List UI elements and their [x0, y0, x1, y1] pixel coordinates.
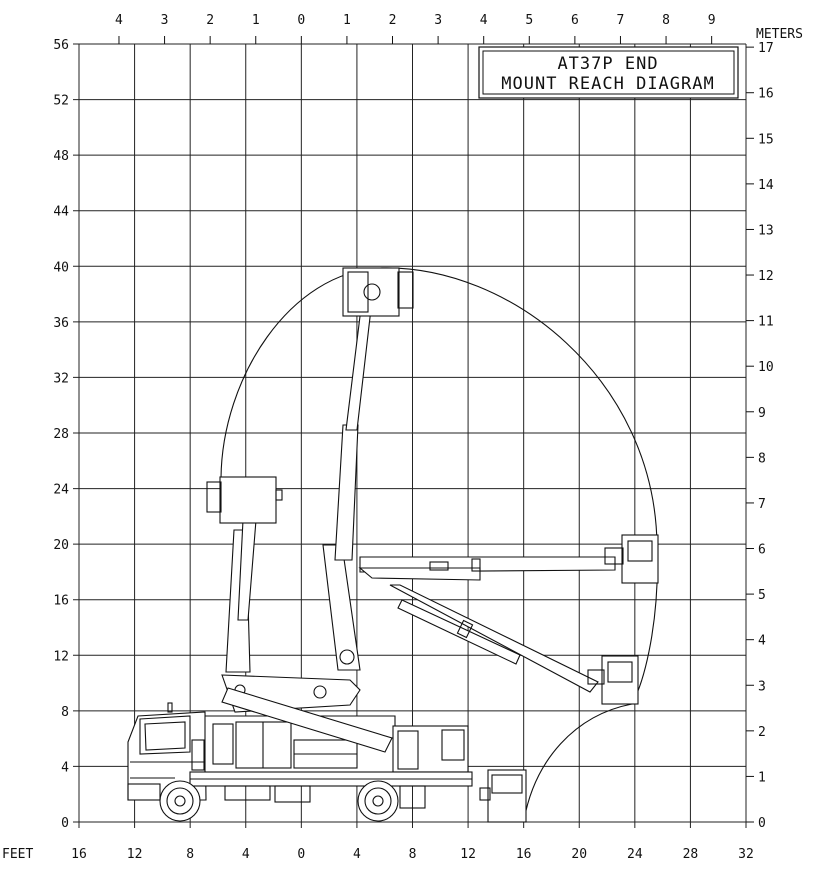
meters-x-tick-label: 0: [297, 13, 305, 28]
meters-x-tick-label: 1: [252, 13, 260, 28]
feet-unit-label: FEET: [2, 847, 33, 862]
boom-vertical: [322, 267, 414, 671]
meters-x-tick-labels: 4 3 2 1 0 1 2 3 4 5 6 7 8 9: [115, 13, 716, 44]
feet-x-tick-label: 16: [516, 847, 532, 862]
meters-y-tick-label: 1: [758, 770, 766, 785]
meters-y-tick-label: 14: [758, 178, 774, 193]
meters-y-tick-label: 15: [758, 132, 774, 147]
feet-y-tick-label: 12: [53, 649, 69, 664]
meters-x-tick-label: 1: [343, 13, 351, 28]
feet-y-tick-label: 28: [53, 427, 69, 442]
feet-y-tick-label: 0: [61, 816, 69, 831]
feet-y-tick-label: 56: [53, 38, 69, 53]
meters-x-tick-label: 2: [206, 13, 214, 28]
meters-y-tick-label: 2: [758, 725, 766, 740]
feet-x-tick-label: 0: [297, 847, 305, 862]
feet-x-tick-label: 16: [71, 847, 87, 862]
boom-raised-left: [206, 476, 283, 673]
meters-unit-label: METERS: [756, 27, 803, 42]
feet-x-tick-label: 4: [353, 847, 361, 862]
meters-x-tick-label: 4: [115, 13, 123, 28]
feet-y-tick-label: 8: [61, 705, 69, 720]
meters-y-tick-label: 13: [758, 223, 774, 238]
meters-y-tick-label: 9: [758, 406, 766, 421]
diagram-title-line-1: AT37P END: [557, 54, 658, 74]
meters-y-tick-label: 10: [758, 360, 774, 375]
diagram-title-line-2: MOUNT REACH DIAGRAM: [501, 74, 714, 94]
meters-y-tick-label: 3: [758, 679, 766, 694]
feet-x-tick-label: 20: [571, 847, 587, 862]
meters-x-tick-label: 5: [525, 13, 533, 28]
feet-y-tick-label: 16: [53, 594, 69, 609]
meters-y-tick-label: 7: [758, 497, 766, 512]
meters-y-tick-label: 12: [758, 269, 774, 284]
feet-x-tick-label: 8: [186, 847, 194, 862]
boom-angled-down: [389, 584, 639, 705]
feet-y-tick-label: 52: [53, 94, 69, 109]
meters-x-tick-label: 6: [571, 13, 579, 28]
meters-y-tick-label: 6: [758, 543, 766, 558]
feet-y-tick-label: 36: [53, 316, 69, 331]
meters-x-tick-label: 3: [434, 13, 442, 28]
feet-y-tick-label: 20: [53, 538, 69, 553]
meters-y-tick-label: 16: [758, 87, 774, 102]
meters-x-tick-label: 2: [389, 13, 397, 28]
feet-x-tick-label: 4: [242, 847, 250, 862]
meters-x-tick-label: 9: [708, 13, 716, 28]
feet-x-tick-label: 12: [460, 847, 476, 862]
feet-y-tick-label: 24: [53, 483, 69, 498]
boom-horizontal: [358, 534, 659, 584]
feet-y-tick-label: 40: [53, 260, 69, 275]
meters-y-tick-label: 5: [758, 588, 766, 603]
feet-x-tick-labels: 16 12 8 4 0 4 8 12 16 20 24 28 32: [71, 847, 754, 862]
truck: [127, 674, 527, 823]
feet-x-tick-label: 8: [409, 847, 417, 862]
feet-x-tick-label: 28: [683, 847, 699, 862]
feet-y-tick-label: 44: [53, 205, 69, 220]
meters-x-tick-label: 7: [617, 13, 625, 28]
feet-y-tick-label: 32: [53, 371, 69, 386]
feet-x-tick-label: 32: [738, 847, 754, 862]
meters-x-tick-label: 3: [161, 13, 169, 28]
meters-y-tick-label: 8: [758, 451, 766, 466]
meters-y-tick-label: 17: [758, 41, 774, 56]
feet-y-tick-label: 4: [61, 760, 69, 775]
reach-envelope: [220, 267, 658, 821]
meters-y-tick-label: 4: [758, 634, 766, 649]
meters-y-tick-label: 0: [758, 816, 766, 831]
meters-y-tick-label: 11: [758, 315, 774, 330]
feet-x-tick-label: 12: [127, 847, 143, 862]
reach-grid: [73, 43, 747, 828]
meters-x-tick-label: 4: [480, 13, 488, 28]
feet-y-tick-label: 48: [53, 149, 69, 164]
feet-x-tick-label: 24: [627, 847, 643, 862]
meters-x-tick-label: 8: [662, 13, 670, 28]
title-box: AT37P END MOUNT REACH DIAGRAM: [478, 46, 739, 99]
